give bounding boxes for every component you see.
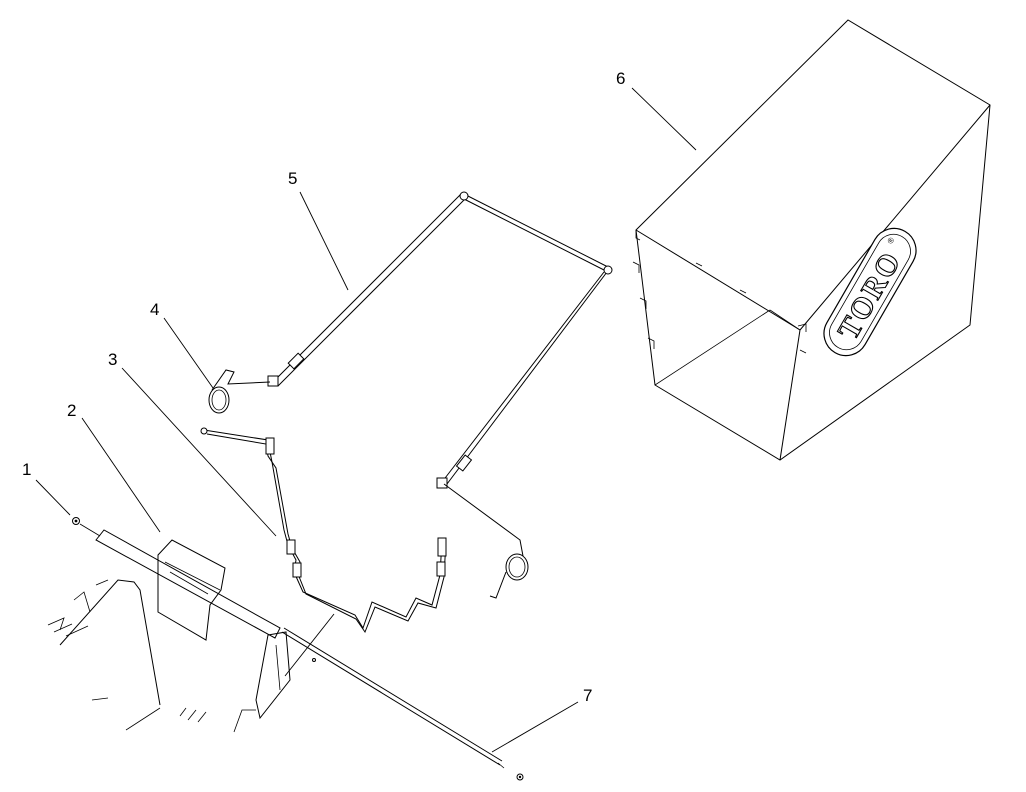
part-1-nut [72, 517, 101, 537]
part-3-lower-frame [200, 427, 447, 634]
callout-leaders [35, 87, 697, 753]
callout-4: 4 [150, 300, 159, 319]
callout-2: 2 [67, 401, 76, 420]
callout-labels: 1 2 3 4 5 6 7 [22, 69, 625, 705]
callout-6: 6 [616, 69, 625, 88]
leader-5 [299, 191, 349, 291]
leader-3b [284, 613, 335, 677]
part-6-grass-bag: TORO ® [632, 19, 991, 461]
part-4-spring [208, 369, 271, 414]
part-5-upper-frame [267, 191, 613, 489]
logo-trademark: ® [886, 236, 897, 246]
leader-7 [491, 701, 579, 753]
leader-1 [35, 479, 71, 516]
leader-3 [121, 367, 277, 537]
leader-4 [163, 317, 214, 389]
part-7-rod [281, 627, 524, 781]
callout-7: 7 [583, 686, 592, 705]
part-4-spring-right [443, 483, 529, 599]
callout-1: 1 [22, 460, 31, 479]
callout-5: 5 [288, 169, 297, 188]
part-2-rear-door [95, 529, 291, 720]
leader-2 [81, 417, 161, 533]
mower-body-sketch [47, 579, 256, 733]
leader-6 [631, 87, 697, 151]
callout-3: 3 [108, 350, 117, 369]
